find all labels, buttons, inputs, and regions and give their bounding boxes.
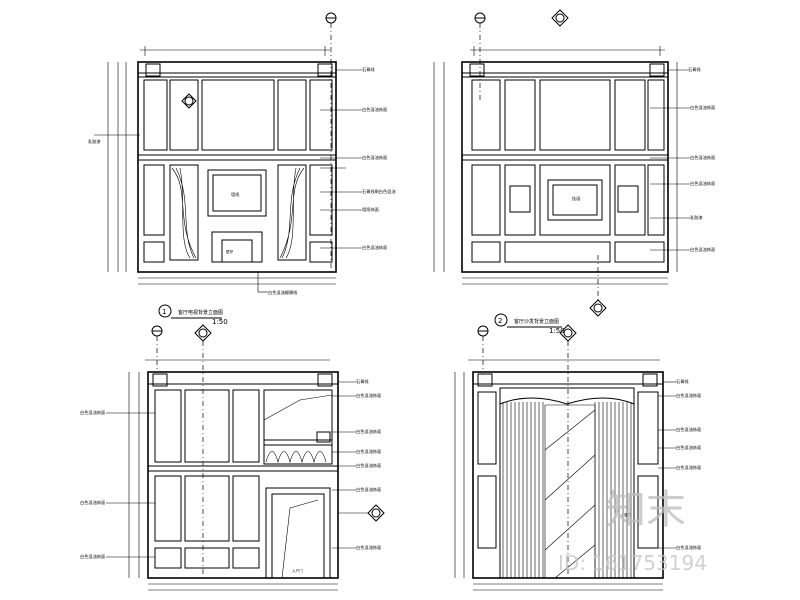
panel-title-block: 1 客厅电视背景立面图 1:50 (158, 304, 228, 326)
callout-label: 白色混油饰面 (356, 392, 381, 399)
panel-scale: 1:50 (212, 318, 228, 326)
callout-label: 白色混油饰面 (362, 106, 387, 113)
elevation-panel-2: 挂画 石膏线 白色混油饰面 白色混油饰面 白色混油饰面 乳胶漆 白色混油饰面 (433, 9, 715, 335)
upper-wall-panels (471, 79, 665, 151)
axis-marker-3a (151, 325, 163, 372)
axis-marker-4b (559, 324, 577, 575)
artwork-frames: 挂画 (509, 179, 639, 221)
watermark: 知末 ID: 161753194 (558, 487, 707, 575)
elevation-panel-3: 入户门 白色混油饰面 白色混油饰面 白色混油饰面 石膏线 白色混油饰面 (80, 324, 385, 591)
callout-label: 白色混油饰面 (356, 462, 381, 469)
callout-label: 石膏线 (676, 378, 689, 385)
watermark-id: ID: 161753194 (558, 551, 707, 575)
panel-title: 客厅沙发背景立面图 (514, 318, 559, 325)
callout-label: 石膏线刷白色混油 (362, 188, 396, 195)
watermark-brand: 知末 (606, 487, 686, 533)
lower-wall-panels (471, 164, 665, 263)
callout-label: 白色混油饰面 (676, 544, 701, 551)
callout-label: 白色混油饰面 (356, 428, 381, 435)
panel-title-block: 2 客厅沙发背景立面图 1:50 (494, 313, 565, 335)
fireplace: 壁炉 (211, 231, 263, 263)
material-callouts-right: 石膏线 白色混油饰面 白色混油饰面 白色混油饰面 乳胶漆 白色混油饰面 (650, 66, 715, 253)
callout-label: 白色混油饰面 (80, 553, 105, 560)
upper-wall-panels (154, 389, 260, 463)
callout-label: 白色混油饰面 (80, 499, 105, 506)
callout-label: 石膏线 (688, 66, 701, 73)
callout-label: 白色混油饰面 (80, 409, 105, 416)
callout-label: 白色混油饰面 (356, 486, 381, 493)
material-callouts-left: 白色混油饰面 白色混油饰面 白色混油饰面 (80, 409, 155, 560)
curtain-left (169, 164, 199, 261)
upper-wall-panels (143, 79, 333, 151)
callout-label: 白色混油饰面 (690, 246, 715, 253)
section-marker (338, 504, 385, 522)
material-callouts-right: 石膏线 白色混油饰面 白色混油饰面 石膏线刷白色混油 墙纸饰面 白色混油饰面 (320, 66, 396, 251)
cornice-ornament-right (317, 63, 333, 77)
callout-label: 白色混油饰面 (676, 444, 701, 451)
callout-label: 乳胶漆 (88, 138, 101, 145)
lower-wall-panels (154, 475, 260, 569)
callout-label: 白色混油饰面 (690, 154, 715, 161)
callout-label: 白色混油饰面 (690, 104, 715, 111)
callout-label: 白色混油饰面 (676, 392, 701, 399)
curtain-wall: 窗帘 (499, 387, 635, 579)
lower-wall-panels (143, 164, 333, 263)
panel-number: 2 (498, 317, 502, 325)
staircase (263, 389, 333, 465)
material-callouts-right: 石膏线 白色混油饰面 白色混油饰面 白色混油饰面 白色混油饰面 白色混油饰面 (658, 378, 701, 551)
panel-scale: 1:50 (549, 327, 565, 335)
callout-label: 白色混油饰面 (362, 154, 387, 161)
callout-label: 墙纸饰面 (362, 206, 379, 213)
callout-label: 白色混油饰面 (356, 448, 381, 455)
baseboard-callout: 白色混油踢脚线 (268, 289, 298, 296)
entry-door: 入户门 (265, 487, 331, 579)
side-wall-panels (477, 391, 659, 549)
axis-marker-1a (325, 12, 337, 275)
wall-outline (137, 61, 337, 273)
callout-label: 白色混油饰面 (356, 544, 381, 551)
callout-label: 白色混油饰面 (676, 464, 701, 471)
callout-label: 石膏线 (356, 378, 369, 385)
callout-label: 白色混油饰面 (690, 180, 715, 187)
callout-label: 乳胶漆 (690, 214, 703, 221)
panel-number: 1 (162, 308, 166, 316)
axis-marker-4a (477, 325, 489, 372)
wallpaper-frame: 墙纸 (207, 169, 267, 217)
callout-label: 白色混油饰面 (676, 426, 701, 433)
axis-marker-2a (474, 12, 486, 100)
wallpaper-label: 墙纸 (231, 191, 240, 198)
fireplace-label: 壁炉 (226, 249, 234, 254)
door-label: 入户门 (292, 568, 303, 573)
callout-label: 白色混油饰面 (362, 244, 387, 251)
axis-marker-2b (551, 9, 569, 27)
section-marker (589, 299, 607, 317)
cornice-ornament-left (145, 63, 161, 77)
material-callouts-right: 石膏线 白色混油饰面 白色混油饰面 白色混油饰面 白色混油饰面 白色混油饰面 白… (332, 378, 381, 551)
callout-label: 石膏线 (362, 66, 375, 73)
artwork-label: 挂画 (572, 195, 580, 202)
panel-title: 客厅电视背景立面图 (178, 309, 223, 316)
curtain-right (277, 164, 307, 261)
axis-marker-3b (194, 324, 212, 575)
section-marker (181, 93, 197, 109)
elevation-panel-1: 墙纸 壁炉 石膏线 白色混油饰面 白色混油饰面 石膏线刷白色混油 墙纸饰面 (88, 12, 396, 326)
material-callouts-left: 乳胶漆 (88, 134, 140, 145)
curtain-label: 窗帘 (624, 512, 632, 517)
elevation-panel-4: 窗帘 石膏线 白色混油饰面 白色混油饰面 白色混油饰面 白色混油饰面 白色混油饰… (454, 324, 701, 591)
